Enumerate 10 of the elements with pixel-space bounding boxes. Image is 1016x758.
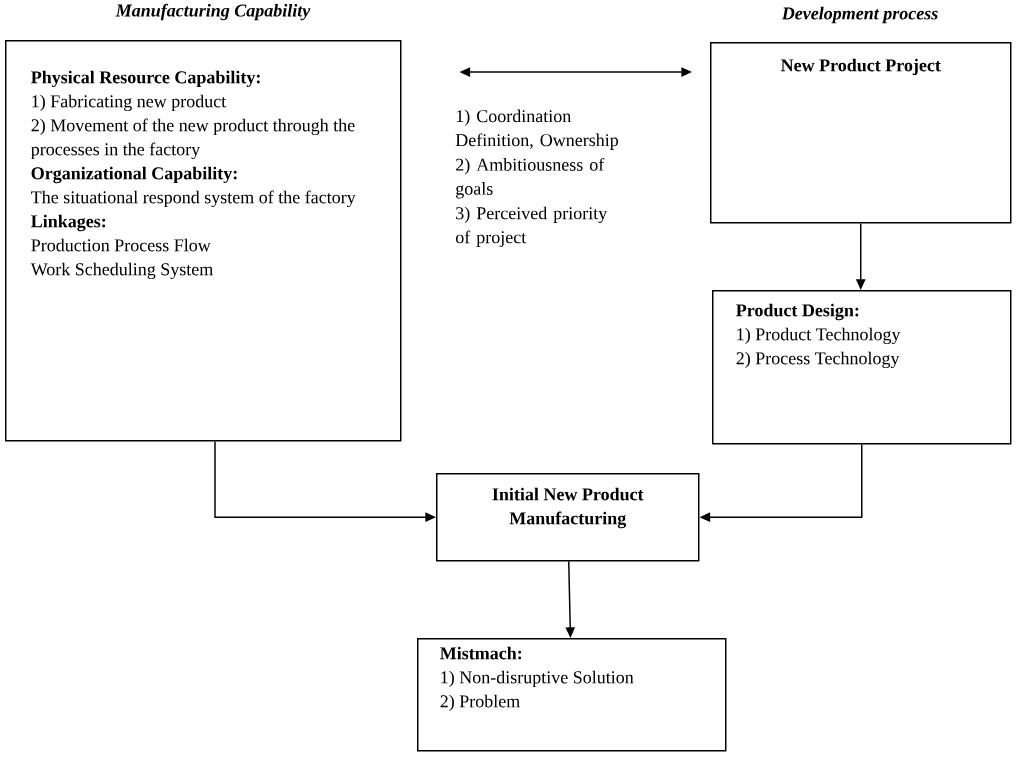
- outcome-box: Mistmach: 1) Non-disruptive Solution 2) Problem: [417, 638, 727, 752]
- note-text: 1) Coordination Definition, Ownership: [455, 109, 619, 150]
- process-box: Initial New Product Manufacturing: [436, 473, 700, 562]
- design-box: Product Design: 1) Product Technology 2) Process Technology: [712, 290, 1012, 445]
- project-box: New Product Project: [710, 42, 1012, 224]
- section-heading: Development process: [781, 6, 938, 24]
- note-text: 3) Perceived priority of project: [455, 206, 608, 247]
- section-heading: Manufacturing Capability: [115, 3, 311, 21]
- note-text: 2) Ambitiousness of goals: [456, 157, 605, 199]
- capability-box: Physical Resource Capability: 1) Fabricating new product 2) Movement of the new product through the processes in the factory Organizational Capability: The situational respond system of the factory Linkages: Production Process Flow Work Scheduling System: [5, 40, 402, 442]
